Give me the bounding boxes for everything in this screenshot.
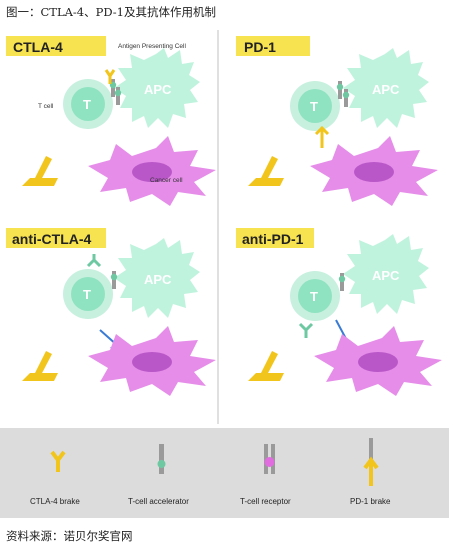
t-cell-letter: T <box>310 289 318 304</box>
panel-pd1: PD-1 APC T <box>236 36 438 206</box>
panel-ctla4-header <box>6 36 106 56</box>
panel-anti-pd1-header <box>236 228 314 248</box>
panel-ctla4-title: CTLA-4 <box>13 39 63 55</box>
t-cell-label: T cell <box>38 103 54 110</box>
antibody-icon <box>86 254 102 268</box>
panel-pd1-title: PD-1 <box>244 39 276 55</box>
panel-ctla4: CTLA-4 APC Antigen Presenting Cell T T c… <box>6 36 216 206</box>
panel-anti-pd1: anti-PD-1 APC T <box>236 228 442 396</box>
figure-caption: 图一：CTLA-4、PD-1及其抗体作用机制 <box>6 5 216 19</box>
pd1-brake-icon <box>314 125 330 148</box>
legend: CTLA-4 brake T-cell accelerator T-cell r… <box>0 428 449 518</box>
figure-source: 资料来源：诺贝尔奖官网 <box>6 529 133 543</box>
antibody-icon <box>298 322 314 338</box>
cancer-cell-label: Cancer cell <box>150 177 183 184</box>
apc-label: APC <box>144 82 172 97</box>
legend-tcell-accelerator: T-cell accelerator <box>128 497 189 506</box>
apc-label: APC <box>372 82 400 97</box>
t-cell-letter: T <box>83 287 91 302</box>
ctla4-brake-legend-icon <box>50 450 66 472</box>
legend-pd1-brake: PD-1 brake <box>350 497 391 506</box>
antigen-presenting-cell-label: Antigen Presenting Cell <box>118 43 186 50</box>
legend-tcell-receptor: T-cell receptor <box>240 497 291 506</box>
panel-anti-ctla4-header <box>6 228 106 248</box>
panel-anti-ctla4-title: anti-CTLA-4 <box>12 231 92 247</box>
t-cell-letter: T <box>83 97 91 112</box>
pd1-brake-legend-icon <box>369 438 373 460</box>
apc-label: APC <box>144 272 172 287</box>
panel-anti-ctla4: anti-CTLA-4 APC T <box>6 228 216 396</box>
tcell-accelerator-legend-icon <box>159 444 164 474</box>
mechanism-figure: CTLA-4 APC Antigen Presenting Cell T T c… <box>0 24 449 518</box>
apc-label: APC <box>372 268 400 283</box>
panel-anti-pd1-title: anti-PD-1 <box>242 231 304 247</box>
t-cell-letter: T <box>310 99 318 114</box>
legend-background <box>0 428 449 518</box>
panel-pd1-header <box>236 36 310 56</box>
legend-ctla4-brake: CTLA-4 brake <box>30 497 80 506</box>
